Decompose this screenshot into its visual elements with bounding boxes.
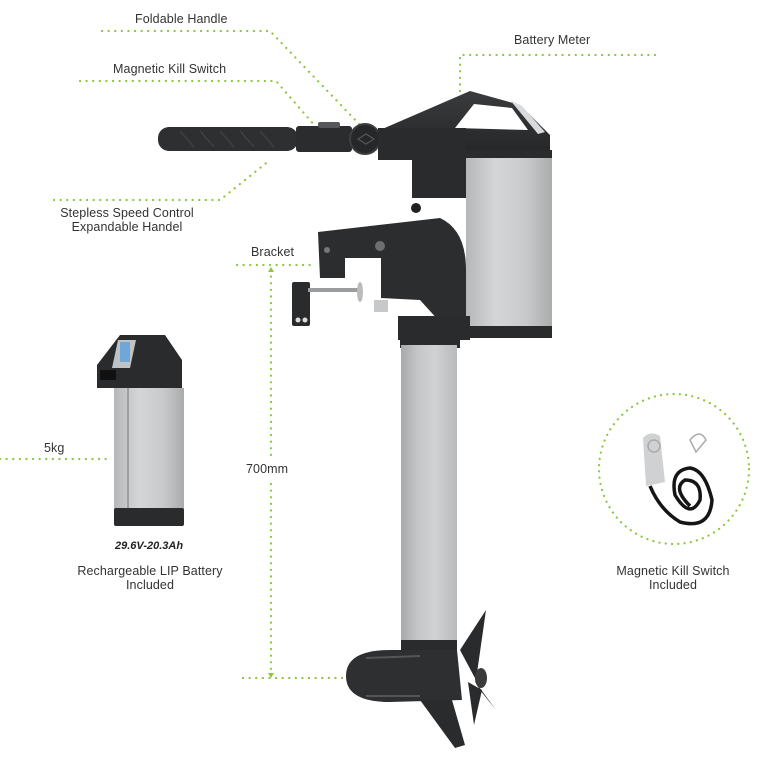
kill-switch-dotted-ring: [597, 392, 751, 546]
callout-bracket: Bracket: [251, 245, 295, 259]
callout-stepless-speed-line2: Expandable Handel: [71, 220, 183, 234]
callout-shaft-length: 700mm: [246, 462, 289, 476]
kill-switch-caption-line1: Magnetic Kill Switch: [616, 564, 730, 578]
battery-caption-line1: Rechargeable LIP Battery: [77, 564, 223, 578]
callout-stepless-speed: Stepless Speed Control Expandable Handel: [54, 206, 200, 234]
dotted-leaders: [0, 29, 657, 680]
battery-caption-line2: Included: [125, 578, 175, 592]
outboard-motor: [158, 91, 552, 748]
kill-switch-caption: Magnetic Kill Switch Included: [598, 564, 748, 592]
callout-battery-weight: 5kg: [44, 441, 65, 455]
battery-pack-illustration: [97, 335, 184, 526]
battery-caption: Rechargeable LIP Battery Included: [60, 564, 240, 592]
kill-switch-illustration: [643, 433, 714, 526]
callout-magnetic-kill-switch: Magnetic Kill Switch: [113, 62, 227, 76]
callout-battery-meter: Battery Meter: [514, 33, 591, 47]
kill-switch-caption-line2: Included: [648, 578, 698, 592]
callout-stepless-speed-line1: Stepless Speed Control: [60, 206, 194, 220]
callout-foldable-handle: Foldable Handle: [135, 12, 228, 26]
battery-spec: 29.6V-20.3Ah: [115, 540, 184, 552]
